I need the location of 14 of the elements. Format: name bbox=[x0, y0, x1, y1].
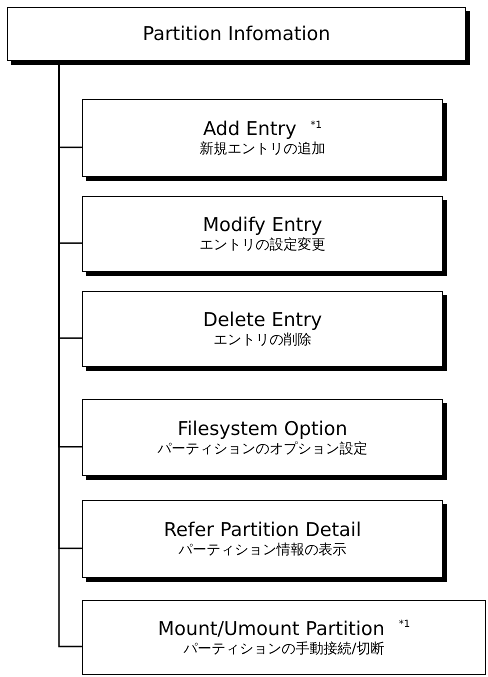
item-subtitle: エントリの削除 bbox=[214, 332, 312, 349]
item-subtitle: パーティションのオプション設定 bbox=[158, 440, 368, 458]
item-title: Delete Entry bbox=[202, 309, 322, 332]
item-subtitle: 新規エントリの追加 bbox=[200, 141, 326, 158]
item-title: Filesystem Option bbox=[178, 418, 348, 440]
item-title: Add Entry $^{*1}$ bbox=[203, 118, 322, 141]
menu-item-box bbox=[82, 600, 486, 675]
item-subtitle: パーティションの手動接続/切断 bbox=[184, 640, 384, 658]
item-title: Mount/Umount Partition $^{*1}$ bbox=[158, 618, 410, 640]
item-title: Modify Entry bbox=[202, 214, 322, 237]
item-title: Refer Partition Detail bbox=[164, 519, 362, 542]
item-title: Partition Infomation bbox=[142, 22, 330, 46]
item-subtitle: エントリの設定変更 bbox=[200, 237, 326, 254]
item-subtitle: パーティション情報の表示 bbox=[178, 542, 346, 559]
